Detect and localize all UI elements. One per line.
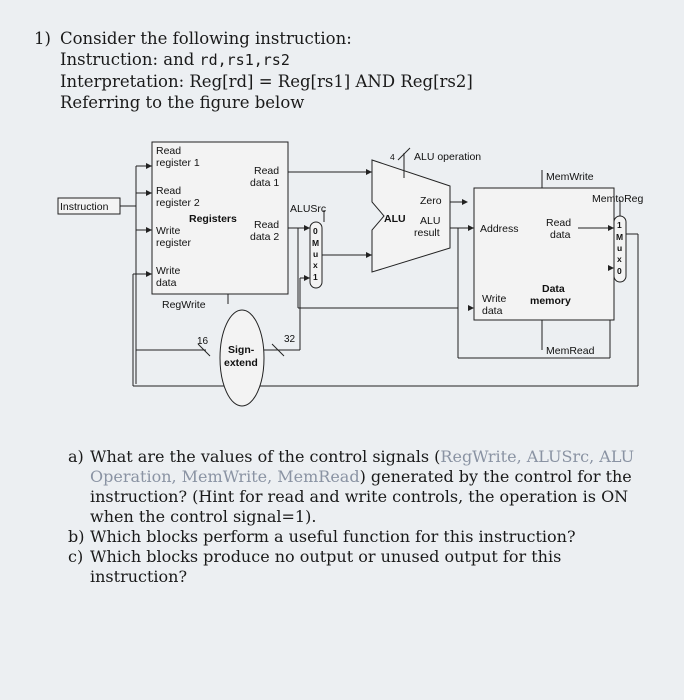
referring-line: Referring to the figure below [60,93,305,112]
read-register-1a: Read [156,145,181,157]
subquestion-c-text: Which blocks produce no output or unused… [90,547,562,586]
mux1-letter-0: 0 [313,226,318,236]
subquestion-c: c) Which blocks produce no output or unu… [68,547,638,587]
subquestion-b: b) Which blocks perform a useful functio… [68,527,638,547]
read-data-2b: data 2 [250,231,279,243]
instruction-prefix: Instruction: and [60,50,200,69]
interpretation-line: Interpretation: Reg[rd] = Reg[rs1] AND R… [60,72,473,91]
alusrc-mux-letters: 0 M u x 1 [312,226,319,282]
four-label: 4 [390,152,395,162]
subquestion-label: a) [68,447,84,466]
instruction-label: Instruction [60,201,109,213]
mux2-letter-0: 1 [617,220,622,230]
data-memory-a: Data [542,283,565,295]
read-register-1b: register 1 [156,157,200,169]
question-title: Consider the following instruction: [60,29,352,48]
write-register-b: register [156,237,192,249]
mux1-letter-3: x [313,260,318,270]
write-data-b: data [156,277,177,289]
mux2-letter-3: x [617,254,622,264]
thirtytwo-label: 32 [284,334,296,345]
mux2-letter-1: M [616,232,623,242]
mux2-letter-2: u [617,243,622,253]
alusrc-label: ALUSrc [290,203,326,215]
instruction-code: rd,rs1,rs2 [199,51,290,69]
alu-result-b: result [414,227,440,239]
mem-read-data-a: Read [546,217,571,229]
write-register-a: Write [156,225,180,237]
memread-label: MemRead [546,345,595,357]
mem-write-data-a: Write [482,293,506,305]
write-data-a: Write [156,265,180,277]
register-file-box [151,141,289,295]
subquestions: a) What are the values of the control si… [68,447,638,587]
sixteen-label: 16 [197,336,209,347]
subquestion-a-post: ) generated by the control for the instr… [90,467,632,526]
subquestion-label: b) [68,527,85,546]
address-label: Address [480,223,519,235]
sign-extend-a: Sign- [228,344,255,356]
mux1-letter-4: 1 [313,272,318,282]
data-memory-box [473,187,615,321]
instruction-line: Instruction: and rd,rs1,rs2 [60,49,660,71]
sign-extend-b: extend [224,357,258,369]
sign-extend-ellipse [219,309,265,407]
regwrite-label: RegWrite [162,299,206,311]
datapath-diagram: Instruction Read register 1 Read registe… [57,141,644,407]
subquestion-label: c) [68,547,84,566]
alu-label: ALU [384,213,406,225]
subquestion-a-signals: RegWrite, ALUSrc, ALU Operation, MemWrit… [90,447,635,486]
mem-read-data-b: data [550,229,571,241]
mem-write-data-b: data [482,305,503,317]
data-memory-b: memory [530,295,571,307]
subquestion-a-pre: What are the values of the control signa… [90,447,441,466]
alu-shape [371,159,451,273]
read-register-2b: register 2 [156,197,200,209]
alu-operation-label: ALU operation [414,151,481,163]
subquestion-b-text: Which blocks perform a useful function f… [90,527,576,546]
registers-label: Registers [189,213,237,225]
mux2-letter-4: 0 [617,266,622,276]
read-data-1b: data 1 [250,177,279,189]
read-register-2a: Read [156,185,181,197]
read-data-2a: Read [254,219,279,231]
question-lines: Consider the following instruction: Inst… [60,28,660,113]
mux1-letter-1: M [312,238,319,248]
subquestion-a: a) What are the values of the control si… [68,447,638,527]
memtoreg-mux-letters: 1 M u x 0 [616,220,623,276]
zero-label: Zero [420,195,442,207]
alu-result-a: ALU [420,215,440,227]
question-number: 1) [34,29,51,48]
memtoreg-label: MemtoReg [592,193,644,205]
mux1-letter-2: u [313,249,318,259]
read-data-1a: Read [254,165,279,177]
memwrite-label: MemWrite [546,171,594,183]
